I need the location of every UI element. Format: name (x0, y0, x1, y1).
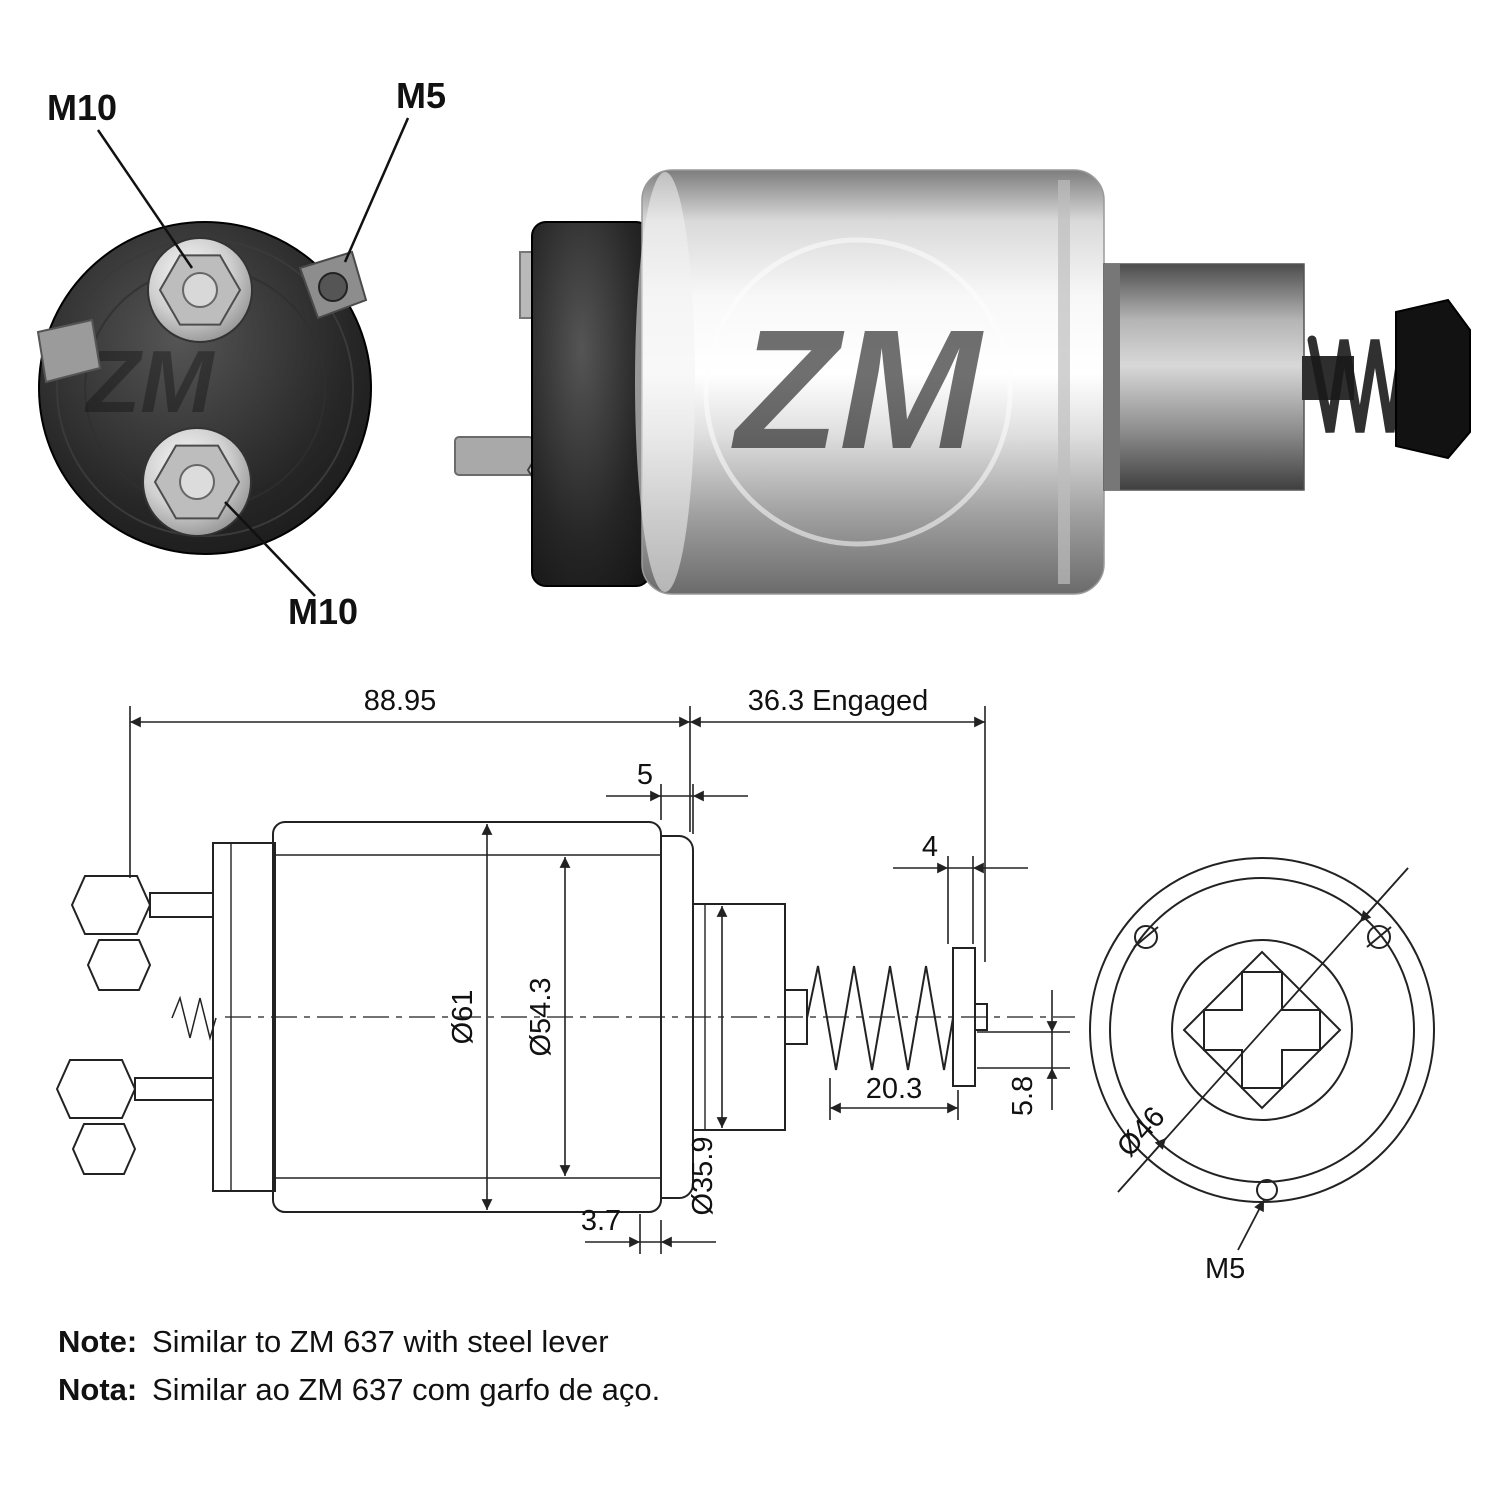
label-m10-bottom: M10 (288, 591, 358, 632)
screw-slot-left (1133, 926, 1159, 948)
leader-m5-top (343, 117, 410, 263)
dim-length-engaged: 36.3 Engaged (748, 685, 929, 717)
drawing-cap (212, 842, 276, 1192)
dim-dia-inner: Ø54.3 (525, 978, 557, 1057)
dim-dia-46: Ø46 (1111, 1101, 1171, 1163)
boss-diamond (1182, 950, 1342, 1110)
d46-diagonal (1117, 867, 1409, 1193)
m5-leader (1237, 1199, 1265, 1251)
dim-spring-length: 20.3 (866, 1073, 922, 1105)
drawing-rod-tip (974, 1003, 988, 1031)
note-pt-text: Similar ao ZM 637 com garfo de aço. (152, 1372, 660, 1407)
body-seam (1058, 180, 1070, 584)
note-pt-label: Nota: (58, 1372, 137, 1407)
dim-dia-collar: Ø35.9 (687, 1137, 719, 1216)
label-m10-top: M10 (47, 87, 117, 128)
drawing-flange (660, 835, 694, 1199)
d46-arrow-top (1359, 867, 1409, 923)
mounting-clip (36, 318, 102, 384)
side-view-watermark: ZM (731, 295, 984, 485)
side-view-photo: ZM (454, 169, 1471, 595)
dim-lines-lip (585, 1214, 716, 1254)
plunger-housing (1103, 263, 1305, 491)
d46-arrow-bottom (1117, 1137, 1167, 1193)
dimension-drawing: 88.95 36.3 Engaged 5 4 Ø61 Ø54.3 Ø35.9 (55, 685, 1075, 1254)
return-spring (1307, 335, 1407, 433)
screw-hole-left (1134, 925, 1158, 949)
note-en-text: Similar to ZM 637 with steel lever (152, 1324, 609, 1359)
terminal-bolts (55, 875, 217, 1175)
boss-circle (1171, 939, 1353, 1121)
label-m5-top: M5 (396, 75, 446, 116)
end-view-photo: ZM M10 M5 M10 (36, 75, 446, 632)
dim-lines-step (977, 990, 1070, 1110)
dim-length-total: 88.95 (364, 685, 437, 717)
battery-terminal-top-stud (182, 272, 218, 308)
battery-terminal-bottom-stud (179, 464, 215, 500)
dim-lines-top (129, 706, 986, 962)
note-en-label: Note: (58, 1324, 137, 1359)
plunger-housing-edge (1104, 264, 1120, 490)
cap-face (38, 221, 372, 555)
label-m5-drawing: M5 (1205, 1253, 1245, 1285)
notes: Note: Similar to ZM 637 with steel lever… (58, 1324, 660, 1407)
dim-lines-washer (893, 856, 1028, 944)
leader-m10-bottom (224, 501, 316, 597)
dim-dia-body: Ø61 (447, 990, 479, 1045)
signal-terminal-screw (318, 272, 348, 302)
m5-hole (1256, 1179, 1278, 1201)
screw-hole-right (1367, 925, 1391, 949)
leader-m10-top (96, 129, 194, 269)
dim-lip-width: 3.7 (581, 1205, 621, 1237)
dim-step-height: 5.8 (1007, 1076, 1039, 1116)
watermark-circle (703, 237, 1013, 547)
dim-lines-flange (606, 784, 748, 834)
fork-end (1395, 298, 1471, 460)
solenoid-cap (531, 221, 651, 587)
dim-washer-width: 4 (922, 831, 938, 863)
screw-slot-right (1366, 926, 1392, 948)
drawing-spring (806, 965, 954, 1071)
end-view-drawing: Ø46 M5 (1089, 857, 1435, 1285)
end-view-watermark: ZM (83, 332, 215, 431)
contact-spring (171, 995, 217, 1041)
body-highlight (635, 172, 695, 592)
threaded-stud (454, 436, 534, 476)
dim-flange-width: 5 (637, 759, 653, 791)
dim-lines-spring (829, 1078, 959, 1120)
